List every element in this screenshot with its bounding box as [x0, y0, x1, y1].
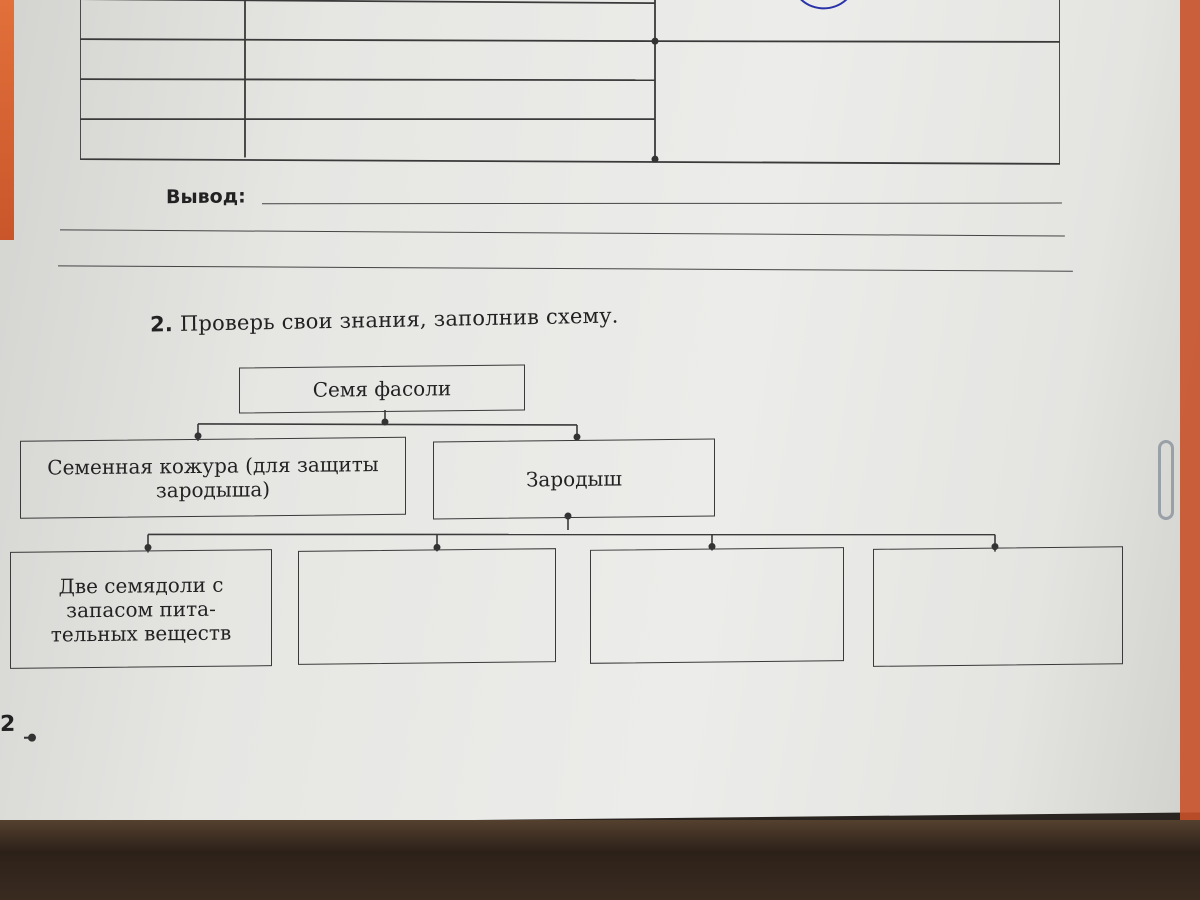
scheme-empty-box-3[interactable]: [873, 546, 1123, 667]
desk-edge: [1180, 0, 1200, 825]
workbook-page: Вывод: 2. Проверь свои знания, заполнив …: [0, 0, 1200, 826]
scheme-connectors: [144, 409, 999, 553]
cover-edge: [0, 0, 14, 240]
binder-clip: [1158, 440, 1174, 520]
scheme-root-box: Семя фасоли: [239, 364, 525, 414]
scheme-cotyledons-box: Две семядоли с запасом пита-тельных веще…: [10, 549, 272, 669]
page-number: 2: [0, 711, 16, 737]
scheme-embryo-box: Зародыш: [433, 438, 715, 520]
scheme-embryo-label: Зародыш: [525, 466, 623, 492]
scheme-seed-coat-box: Семенная кожура (для защиты зародыша): [20, 436, 406, 519]
scheme-empty-box-2[interactable]: [590, 547, 844, 664]
scheme-seed-coat-label: Семенная кожура (для защиты зародыша): [47, 452, 379, 503]
scheme-empty-box-1[interactable]: [298, 548, 556, 665]
observation-table: [80, 0, 1060, 169]
page-number-dot: [24, 733, 36, 742]
scheme-cotyledons-label: Две семядоли с запасом пита-тельных веще…: [50, 572, 232, 646]
scheme-root-label: Семя фасоли: [312, 376, 452, 402]
page-bottom-shadow: [0, 820, 1200, 900]
